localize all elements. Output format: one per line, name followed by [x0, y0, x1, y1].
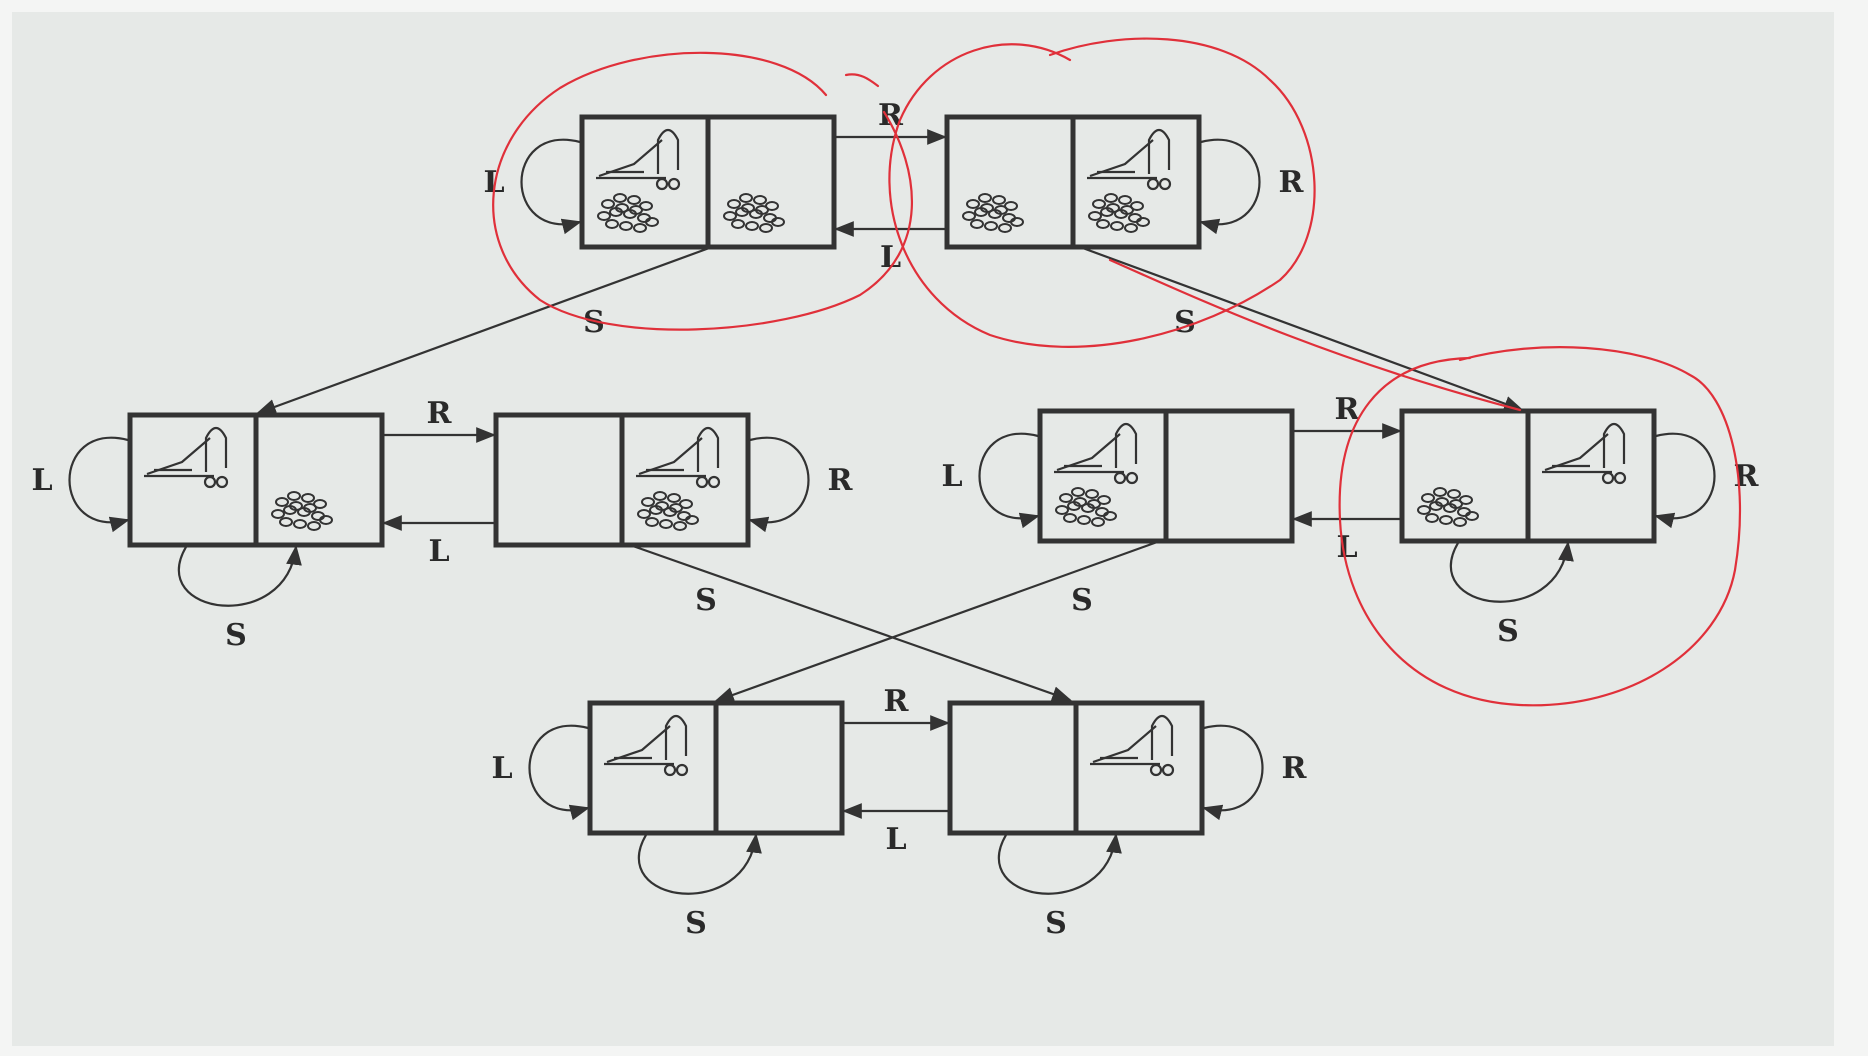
- state-boxes: [127, 114, 1657, 836]
- dirt-icon: [597, 193, 659, 233]
- state-box-s4: [493, 412, 751, 548]
- state-box-s2: [944, 114, 1202, 250]
- self-loop-s2-R: [1199, 138, 1261, 235]
- self-loop-label: R: [1279, 165, 1305, 200]
- self-loop-label: L: [491, 751, 512, 786]
- self-loop-s3-L: [68, 436, 130, 533]
- red-tick: [844, 73, 880, 88]
- vacuum-icon: [1087, 128, 1172, 191]
- state-box-s8: [947, 700, 1205, 836]
- red-circle-s1: [492, 51, 913, 331]
- edge-label-S: S: [1071, 583, 1093, 618]
- edge-S: [1079, 245, 1524, 412]
- dirt-icon: [271, 491, 333, 531]
- edge-label-S: S: [695, 583, 717, 618]
- self-loop-label: L: [31, 463, 52, 498]
- red-circle-s2: [888, 37, 1316, 348]
- edge-label-S: S: [583, 305, 605, 340]
- dirt-icon: [1417, 487, 1479, 527]
- edge-label-L: L: [428, 534, 449, 569]
- edge-label-L: L: [880, 240, 901, 275]
- state-box-s1: [579, 114, 837, 250]
- self-loop-label: S: [1497, 614, 1519, 649]
- self-loop-s8-R: [1202, 724, 1264, 821]
- dirt-icon: [1088, 193, 1150, 233]
- dirt-icon: [637, 491, 699, 531]
- edge-label-S: S: [1174, 305, 1196, 340]
- dirt-icon: [1055, 487, 1117, 527]
- self-loop-label: L: [941, 459, 962, 494]
- edge-label-R: R: [884, 684, 910, 719]
- self-loop-s1-L: [520, 138, 582, 235]
- self-loop-s6-S: [1449, 541, 1574, 603]
- vacuum-icon: [636, 426, 721, 489]
- state-box-s3: [127, 412, 385, 548]
- state-box-s7: [587, 700, 845, 836]
- self-loop-s4-R: [748, 436, 810, 533]
- self-loop-label: S: [1045, 906, 1067, 941]
- self-loop-s3-S: [177, 545, 302, 607]
- state-box-s6: [1399, 408, 1657, 544]
- edge-label-L: L: [1336, 530, 1357, 565]
- red-circle-s6: [1338, 346, 1742, 707]
- red-annotations: [492, 37, 1742, 707]
- self-loop-label: S: [225, 618, 247, 653]
- self-loop-label: L: [483, 165, 504, 200]
- dirt-icon: [962, 193, 1024, 233]
- edge-label-R: R: [427, 396, 453, 431]
- edge-S: [629, 543, 1072, 702]
- self-loop-s8-S: [997, 833, 1122, 895]
- edge-S: [256, 245, 713, 415]
- slide-background: [12, 12, 1834, 1046]
- edge-S: [714, 539, 1161, 703]
- self-loop-label: R: [828, 463, 854, 498]
- dirt-icon: [723, 193, 785, 233]
- vacuum-icon: [144, 426, 229, 489]
- vacuum-icon: [596, 128, 681, 191]
- vacuum-icon: [1054, 422, 1139, 485]
- vacuum-icon: [1542, 422, 1627, 485]
- self-loop-s5-L: [978, 432, 1040, 529]
- transition-edges: [68, 129, 1716, 895]
- self-loop-label: S: [685, 906, 707, 941]
- self-loop-s6-R: [1654, 432, 1716, 529]
- edge-label-L: L: [885, 822, 906, 857]
- vacuum-icon: [1090, 714, 1175, 777]
- edge-label-R: R: [878, 98, 904, 133]
- self-loop-s7-L: [528, 724, 590, 821]
- vacuum-icon: [604, 714, 689, 777]
- self-loop-s7-S: [637, 833, 762, 895]
- red-stroke: [1108, 258, 1522, 412]
- self-loop-label: R: [1282, 751, 1308, 786]
- state-box-s5: [1037, 408, 1295, 544]
